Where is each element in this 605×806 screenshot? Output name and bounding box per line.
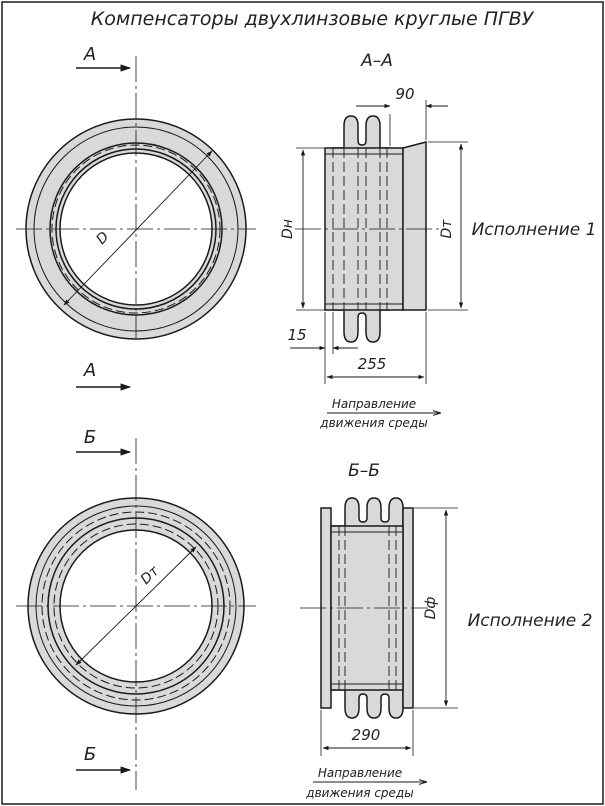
flow-b-line1: Направление <box>318 766 402 780</box>
ring-view-a <box>16 56 256 340</box>
cut-arrows-b <box>76 448 132 774</box>
dim-b-flange-diameter: Dф <box>423 597 439 620</box>
drawing-title: Компенсаторы двухлинзовые круглые ПГВУ <box>91 8 535 30</box>
section-b-dimensions <box>320 507 458 756</box>
cut-letter-b-top: Б <box>84 427 96 448</box>
section-b-label: Б–Б <box>348 461 380 481</box>
section-a-label: А–А <box>360 51 393 71</box>
variant-1-label: Исполнение 1 <box>472 220 597 240</box>
flow-a-line2: движения среды <box>319 416 427 430</box>
section-a-body <box>295 115 440 343</box>
section-a-dimensions <box>290 100 468 384</box>
dim-a-edge-offset: 15 <box>287 326 306 344</box>
dim-a-pipe-diameter: Dт <box>439 219 455 239</box>
dim-a-length: 255 <box>358 355 387 373</box>
cut-letter-a-top: А <box>83 44 96 65</box>
section-b-body <box>300 497 428 719</box>
dim-a-outer-diameter: Dн <box>280 219 296 239</box>
dim-b-length: 290 <box>352 726 381 744</box>
dim-a-lens-width: 90 <box>395 85 414 103</box>
variant-2-label: Исполнение 2 <box>468 611 593 631</box>
ring-view-b <box>16 438 256 790</box>
cut-letter-b-bottom: Б <box>84 744 96 765</box>
flow-b-line2: движения среды <box>305 786 413 800</box>
cut-arrows-a <box>76 64 132 391</box>
cut-letter-a-bottom: А <box>83 360 96 381</box>
flow-a-line1: Направление <box>332 397 416 411</box>
